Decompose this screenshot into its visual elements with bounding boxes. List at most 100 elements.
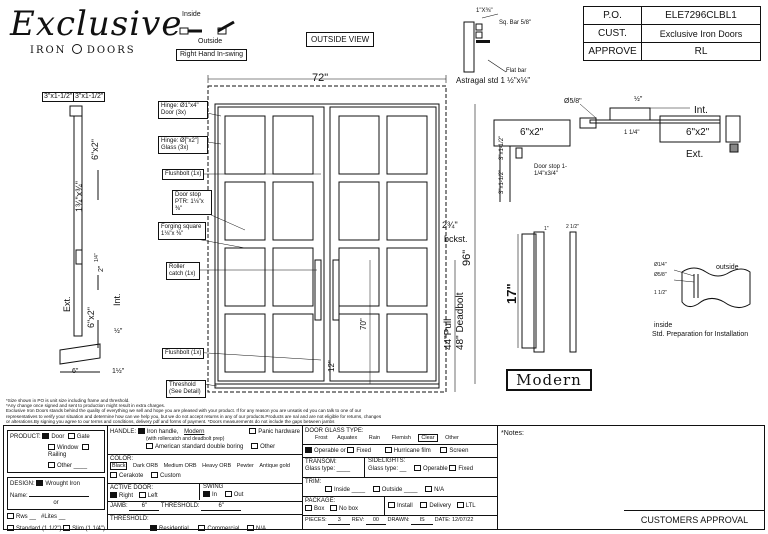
- window-checkbox[interactable]: [48, 444, 55, 450]
- astragal-sq-bar-dim: 1"X⅜": [476, 8, 493, 14]
- screen-checkbox[interactable]: [440, 447, 448, 453]
- glass-flemish[interactable]: Flemish: [391, 435, 411, 441]
- note-line: *Size shown in PO is unit size including…: [6, 398, 130, 403]
- date-value[interactable]: 12/07/22: [451, 517, 474, 523]
- or2-label: or: [340, 448, 346, 454]
- trim-inside-label: Inside: [334, 487, 351, 493]
- plan-detail: [493, 103, 741, 202]
- handle-top-1: 1": [544, 226, 549, 232]
- plan-int: Int.: [694, 105, 708, 116]
- color-pewter[interactable]: Pewter: [236, 463, 254, 469]
- residential-checkbox[interactable]: [150, 525, 157, 531]
- product-label: PRODUCT:: [10, 434, 41, 440]
- section-6x2-low: 6"x2": [86, 307, 96, 328]
- color-heavy-orb[interactable]: Heavy ORB: [202, 463, 232, 469]
- threshold-row-label: THRESHOLD:: [110, 516, 149, 522]
- dim-twelve: 12": [327, 360, 336, 372]
- box-checkbox[interactable]: [305, 505, 312, 511]
- install-checkbox[interactable]: [388, 502, 395, 508]
- transom-glass-label: Glass type:: [305, 466, 336, 472]
- wrought-iron-checkbox[interactable]: [36, 480, 44, 486]
- glass-aquatex[interactable]: Aquatex: [337, 435, 358, 441]
- dim-two: 2": [98, 265, 105, 272]
- dim-width: 72": [312, 72, 329, 84]
- note-line: representatives to verify your situation…: [6, 413, 382, 419]
- operable-checkbox[interactable]: [305, 447, 312, 453]
- wrought-iron-label: Wrought Iron: [45, 481, 80, 487]
- product-section: PRODUCT: Door Gate Window Railing Other …: [7, 430, 105, 533]
- hurricane-checkbox[interactable]: [384, 447, 392, 453]
- color-antique-gold[interactable]: Antique gold: [259, 463, 290, 469]
- panic-checkbox[interactable]: [249, 428, 257, 434]
- callout-door-stop: Door stop PTR: 1⅛"x ⅜": [172, 190, 212, 215]
- trim-na-checkbox[interactable]: [425, 486, 433, 492]
- slim-checkbox[interactable]: [63, 525, 71, 531]
- american-label: American standard double boring: [155, 444, 244, 450]
- swing-type: Right Hand In-swing: [176, 49, 248, 61]
- glass-clear[interactable]: Clear: [418, 434, 438, 442]
- note-line: *Any change once signed and sent to prod…: [6, 403, 166, 409]
- commercial-checkbox[interactable]: [198, 525, 206, 531]
- style-name: Modern: [506, 369, 592, 391]
- trim-inside-checkbox[interactable]: [325, 486, 332, 492]
- trim-outside-label: Outside: [381, 487, 403, 493]
- railing-checkbox[interactable]: [81, 444, 89, 450]
- handle-other-checkbox[interactable]: [251, 443, 259, 449]
- out-checkbox[interactable]: [224, 491, 232, 497]
- glass-other[interactable]: Other: [445, 435, 459, 441]
- in-checkbox[interactable]: [203, 491, 210, 497]
- color-dark-orb[interactable]: Dark ORB: [132, 463, 159, 469]
- drawn-value[interactable]: IS: [411, 517, 434, 525]
- color-medium-orb[interactable]: Medium ORB: [163, 463, 197, 469]
- gate-checkbox[interactable]: [67, 433, 75, 439]
- glass-rain[interactable]: Rain: [368, 435, 381, 441]
- prep-inside: inside: [654, 322, 673, 329]
- note-line: Exclusive Iron Doors stands behind the q…: [6, 408, 362, 414]
- astragal-diagram: [463, 13, 507, 73]
- frame-dim-b: 3"x1-1/2": [73, 92, 106, 102]
- dim-quarter: 1/4": [94, 253, 100, 262]
- cerakote-checkbox[interactable]: [110, 472, 117, 478]
- custom-checkbox[interactable]: [151, 472, 159, 478]
- jamb-value[interactable]: 6": [129, 503, 160, 511]
- customers-approval[interactable]: CUSTOMERS APPROVAL: [640, 515, 749, 525]
- swing-outside-label: Outside: [198, 38, 223, 45]
- rev-label: REV:: [351, 517, 365, 523]
- delivery-checkbox[interactable]: [420, 502, 428, 508]
- right-checkbox[interactable]: [110, 492, 117, 498]
- glass-frost[interactable]: Frost: [315, 435, 328, 441]
- threshold-value[interactable]: 6": [201, 503, 242, 511]
- na-checkbox[interactable]: [247, 525, 255, 531]
- american-checkbox[interactable]: [146, 443, 153, 449]
- hurricane-label: Hurricane film: [393, 448, 431, 454]
- glass-pane: [338, 313, 380, 373]
- color-black[interactable]: Black: [110, 462, 128, 470]
- ltl-checkbox[interactable]: [456, 502, 464, 508]
- iron-handle-checkbox[interactable]: [137, 428, 145, 434]
- rws-checkbox[interactable]: [7, 513, 14, 519]
- side-operable-checkbox[interactable]: [414, 465, 422, 471]
- handle-detail: [517, 231, 577, 353]
- no-box-checkbox[interactable]: [330, 505, 338, 511]
- plan-beam-left: 6"x2": [520, 127, 544, 138]
- standard-checkbox[interactable]: [7, 525, 14, 531]
- left-checkbox[interactable]: [138, 492, 146, 498]
- door-checkbox[interactable]: [42, 433, 50, 439]
- trim-outside-checkbox[interactable]: [372, 486, 380, 492]
- rev-value[interactable]: 00: [365, 517, 386, 525]
- name-input[interactable]: [29, 496, 90, 497]
- side-fixed-checkbox[interactable]: [449, 465, 457, 471]
- dim-one-half: 1½": [112, 368, 125, 375]
- fixed-checkbox[interactable]: [347, 447, 355, 453]
- prep-outside: outside: [716, 264, 739, 271]
- panic-label: Panic hardware: [258, 429, 300, 435]
- swing-label: SWING: [203, 484, 224, 490]
- screen-label: Screen: [449, 448, 469, 454]
- pieces-value[interactable]: 3: [328, 517, 351, 525]
- gate-label: Gate: [76, 434, 90, 440]
- astragal-sq-bar-label: Sq. Bar 5/8": [499, 20, 532, 26]
- design-label: DESIGN:: [10, 481, 35, 487]
- other-checkbox[interactable]: [48, 462, 55, 468]
- standard-label: Standard (1 1/2"): [16, 526, 62, 532]
